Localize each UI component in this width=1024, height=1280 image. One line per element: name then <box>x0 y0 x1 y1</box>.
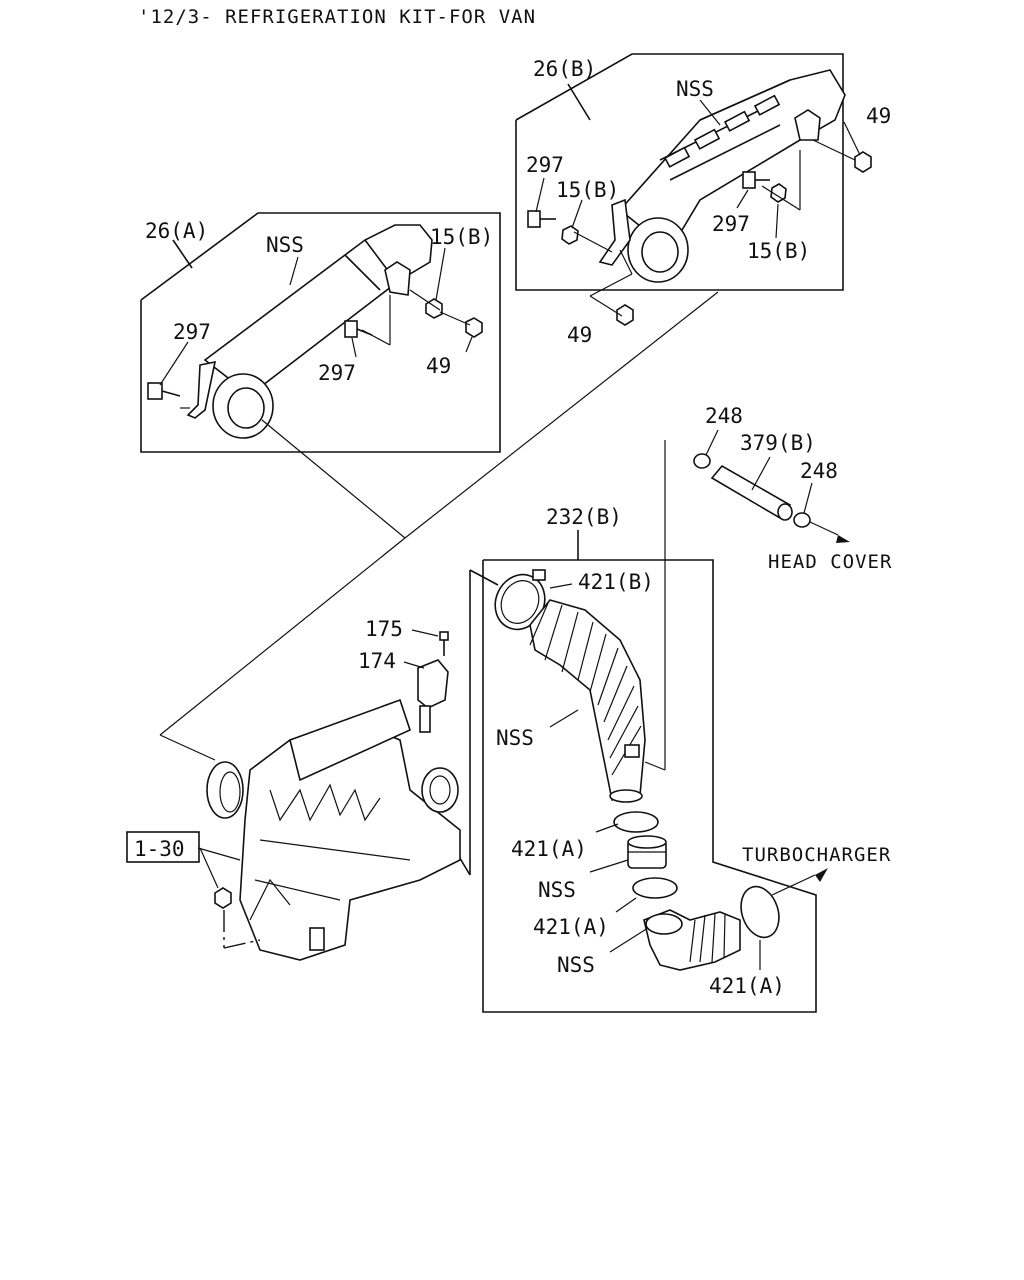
group-26b-frame <box>515 53 844 291</box>
label-nss-hose: NSS <box>496 726 534 750</box>
diagram-title: '12/3- REFRIGERATION KIT-FOR VAN <box>138 6 536 28</box>
label-box-1-30 <box>126 831 200 863</box>
label-nss-a: NSS <box>266 233 304 257</box>
label-26b: 26(B) <box>533 57 596 81</box>
label-head-cover: HEAD COVER <box>768 551 892 573</box>
bolt-297-b-left <box>527 210 556 228</box>
hose-379b <box>710 464 793 521</box>
label-232b: 232(B) <box>546 505 622 529</box>
label-421a-2: 421(A) <box>533 915 609 939</box>
label-15b-top-left: 15(B) <box>556 178 619 202</box>
air-cleaner-assembly <box>206 698 461 961</box>
intake-duct-26b <box>598 69 846 283</box>
label-297-top-right: 297 <box>712 212 750 236</box>
label-421b: 421(B) <box>578 570 654 594</box>
group-26a-frame <box>140 212 501 453</box>
label-297-a-left: 297 <box>173 320 211 344</box>
nut-15b-b-left <box>561 225 579 245</box>
nut-15b-b-right <box>770 183 787 203</box>
clamp-421a-1 <box>613 811 659 833</box>
label-nss-2: NSS <box>538 878 576 902</box>
pipe-nss-2 <box>627 835 667 869</box>
clamp-248-1 <box>693 453 711 469</box>
label-49-top-bottom: 49 <box>567 323 592 347</box>
label-297-a-right: 297 <box>318 361 356 385</box>
clamp-421a-2 <box>632 877 678 899</box>
label-297-top-left: 297 <box>526 153 564 177</box>
label-175: 175 <box>365 617 403 641</box>
label-174: 174 <box>358 649 396 673</box>
label-turbocharger: TURBOCHARGER <box>742 844 891 866</box>
hose-nss-3 <box>643 909 741 971</box>
label-421a-3: 421(A) <box>709 974 785 998</box>
intake-duct-26a <box>186 224 433 439</box>
bolt-297-a-right <box>344 320 373 338</box>
clamp-421a-3 <box>740 885 780 939</box>
label-49-a: 49 <box>426 354 451 378</box>
label-379b: 379(B) <box>740 431 816 455</box>
hose-nss-main <box>529 599 646 803</box>
nut-1-30 <box>214 887 232 909</box>
label-248-1: 248 <box>705 404 743 428</box>
group-232b-frame <box>454 530 817 1013</box>
nut-49-a <box>465 317 483 338</box>
sensor-174 <box>417 659 449 733</box>
label-15b-top-right: 15(B) <box>747 239 810 263</box>
label-15b-a: 15(B) <box>430 225 493 249</box>
label-nss-top: NSS <box>676 77 714 101</box>
label-248-2: 248 <box>800 459 838 483</box>
bolt-297-a-left <box>147 382 181 400</box>
label-nss-3: NSS <box>557 953 595 977</box>
nut-49-b-top <box>854 151 872 173</box>
nut-49-b-bottom <box>616 304 634 326</box>
label-1-30: 1-30 <box>134 837 185 861</box>
clamp-248-2 <box>793 512 811 528</box>
label-49-top-right: 49 <box>866 104 891 128</box>
bolt-175 <box>439 631 449 656</box>
clamp-421b <box>494 569 546 631</box>
label-26a: 26(A) <box>145 219 208 243</box>
label-421a-1: 421(A) <box>511 837 587 861</box>
bolt-297-b-right <box>742 171 770 189</box>
